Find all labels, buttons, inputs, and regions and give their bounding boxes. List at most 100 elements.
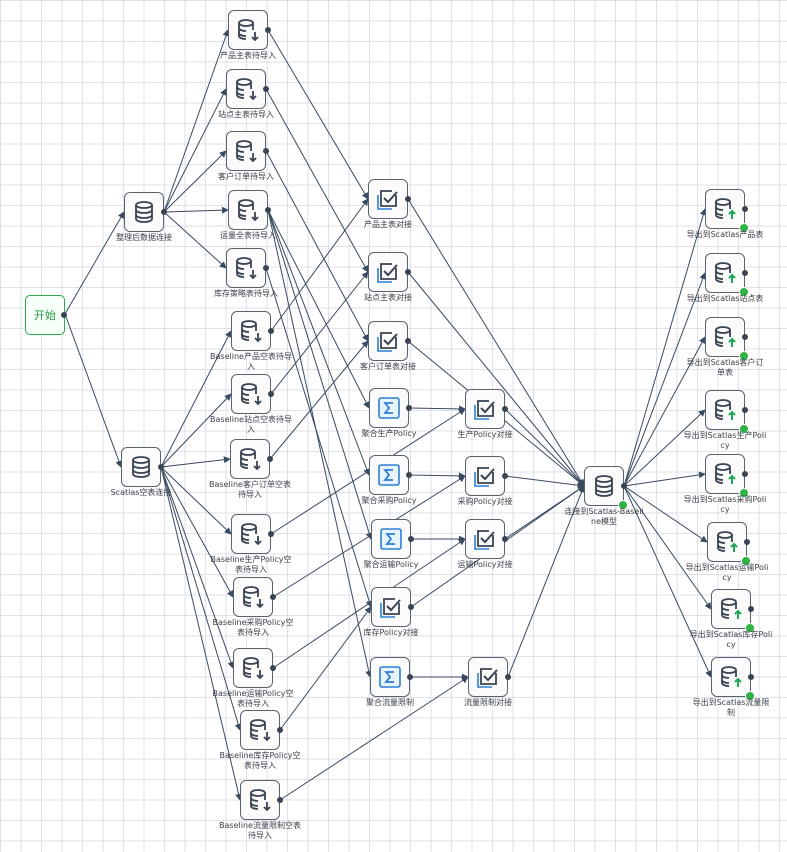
node-d3[interactable]: 运输Policy对接 [457, 519, 513, 569]
output-port[interactable] [406, 405, 412, 411]
node-b8[interactable]: Baseline流量限制空表待导入 [219, 780, 301, 840]
output-port[interactable] [405, 196, 411, 202]
output-port[interactable] [502, 536, 508, 542]
check-icon[interactable] [465, 389, 505, 429]
db-icon[interactable] [124, 192, 164, 232]
import-icon[interactable] [226, 248, 266, 288]
node-conn1[interactable]: 整理后数据连接 [116, 192, 172, 242]
node-b3[interactable]: Baseline客户订单空表待导入 [209, 439, 291, 499]
output-port[interactable] [742, 471, 748, 477]
output-port[interactable] [742, 206, 748, 212]
node-b4[interactable]: Baseline生产Policy空表待导入 [211, 514, 291, 574]
check-icon[interactable] [371, 587, 411, 627]
output-port[interactable] [277, 727, 283, 733]
output-port[interactable] [268, 391, 274, 397]
node-d1[interactable]: 生产Policy对接 [457, 389, 513, 439]
node-conn2[interactable]: Scatlas空表连接 [111, 447, 171, 497]
output-port[interactable] [405, 269, 411, 275]
node-b2[interactable]: Baseline站点空表待导入 [210, 374, 292, 434]
node-b1[interactable]: Baseline产品空表待导入 [210, 311, 292, 371]
node-e4[interactable]: 导出到Scatlas生产Policy [684, 390, 766, 450]
output-port[interactable] [265, 27, 271, 33]
import-icon[interactable] [226, 131, 266, 171]
node-e5[interactable]: 导出到Scatlas采购Policy [684, 454, 766, 514]
export-icon[interactable] [711, 657, 751, 697]
node-m[interactable]: 连接到Scatlas-Baseline模型 [564, 466, 644, 526]
node-c2[interactable]: 站点主表对接 [364, 252, 412, 302]
output-port[interactable] [61, 312, 67, 318]
node-e6[interactable]: 导出到Scatlas运输Policy [686, 522, 768, 582]
import-icon[interactable] [230, 439, 270, 479]
output-port[interactable] [270, 665, 276, 671]
output-port[interactable] [407, 674, 413, 680]
node-c3[interactable]: 客户订单表对接 [360, 321, 416, 371]
node-c1[interactable]: 产品主表对接 [364, 179, 412, 229]
export-icon[interactable] [705, 454, 745, 494]
output-port[interactable] [742, 334, 748, 340]
import-icon[interactable] [240, 710, 280, 750]
export-icon[interactable] [705, 390, 745, 430]
sigma-icon[interactable] [369, 388, 409, 428]
export-icon[interactable] [705, 317, 745, 357]
output-port[interactable] [742, 270, 748, 276]
export-icon[interactable] [705, 189, 745, 229]
node-s4[interactable]: 聚合流量限制 [366, 657, 414, 707]
sigma-icon[interactable] [371, 519, 411, 559]
node-c4[interactable]: 库存Policy对接 [363, 587, 419, 637]
output-port[interactable] [744, 539, 750, 545]
node-d2[interactable]: 采购Policy对接 [457, 456, 513, 506]
import-icon[interactable] [231, 374, 271, 414]
output-port[interactable] [408, 536, 414, 542]
check-icon[interactable] [368, 179, 408, 219]
output-port[interactable] [263, 265, 269, 271]
node-s2[interactable]: 聚合采购Policy [361, 455, 417, 505]
node-e7[interactable]: 导出到Scatlas库存Policy [690, 589, 772, 649]
output-port[interactable] [406, 472, 412, 478]
output-port[interactable] [277, 797, 283, 803]
node-i5[interactable]: 库存策略表待导入 [214, 248, 278, 298]
output-port[interactable] [270, 594, 276, 600]
db-icon[interactable] [121, 447, 161, 487]
check-icon[interactable] [468, 657, 508, 697]
node-i2[interactable]: 站点主表待导入 [218, 69, 274, 119]
export-icon[interactable] [705, 253, 745, 293]
output-port[interactable] [405, 338, 411, 344]
node-b5[interactable]: Baseline采购Policy空表待导入 [213, 577, 293, 637]
node-b6[interactable]: Baseline运输Policy空表待导入 [213, 648, 293, 708]
node-s1[interactable]: 聚合生产Policy [361, 388, 417, 438]
output-port[interactable] [748, 674, 754, 680]
start-node[interactable]: 开始 [25, 295, 67, 335]
output-port[interactable] [158, 464, 164, 470]
import-icon[interactable] [240, 780, 280, 820]
node-b7[interactable]: Baseline库存Policy空表待导入 [220, 710, 300, 770]
output-port[interactable] [742, 407, 748, 413]
output-port[interactable] [408, 604, 414, 610]
node-i4[interactable]: 运量全表待导入 [220, 190, 276, 240]
check-icon[interactable] [465, 456, 505, 496]
output-port[interactable] [502, 406, 508, 412]
output-port[interactable] [748, 606, 754, 612]
output-port[interactable] [263, 86, 269, 92]
import-icon[interactable] [228, 10, 268, 50]
import-icon[interactable] [231, 514, 271, 554]
import-icon[interactable] [233, 648, 273, 688]
output-port[interactable] [263, 148, 269, 154]
node-e1[interactable]: 导出到Scatlas产品表 [687, 189, 763, 239]
node-d4[interactable]: 流量限制对接 [464, 657, 512, 707]
output-port[interactable] [268, 531, 274, 537]
export-icon[interactable] [707, 522, 747, 562]
output-port[interactable] [268, 328, 274, 334]
import-icon[interactable] [226, 69, 266, 109]
node-e2[interactable]: 导出到Scatlas站点表 [687, 253, 763, 303]
node-i1[interactable]: 产品主表待导入 [220, 10, 276, 60]
check-icon[interactable] [465, 519, 505, 559]
output-port[interactable] [505, 674, 511, 680]
check-icon[interactable] [368, 252, 408, 292]
output-port[interactable] [502, 473, 508, 479]
node-e8[interactable]: 导出到Scatlas流量限制 [693, 657, 769, 717]
output-port[interactable] [267, 456, 273, 462]
sigma-icon[interactable] [369, 455, 409, 495]
node-s3[interactable]: 聚合运输Policy [363, 519, 419, 569]
node-e3[interactable]: 导出到Scatlas客户订单表 [687, 317, 763, 377]
